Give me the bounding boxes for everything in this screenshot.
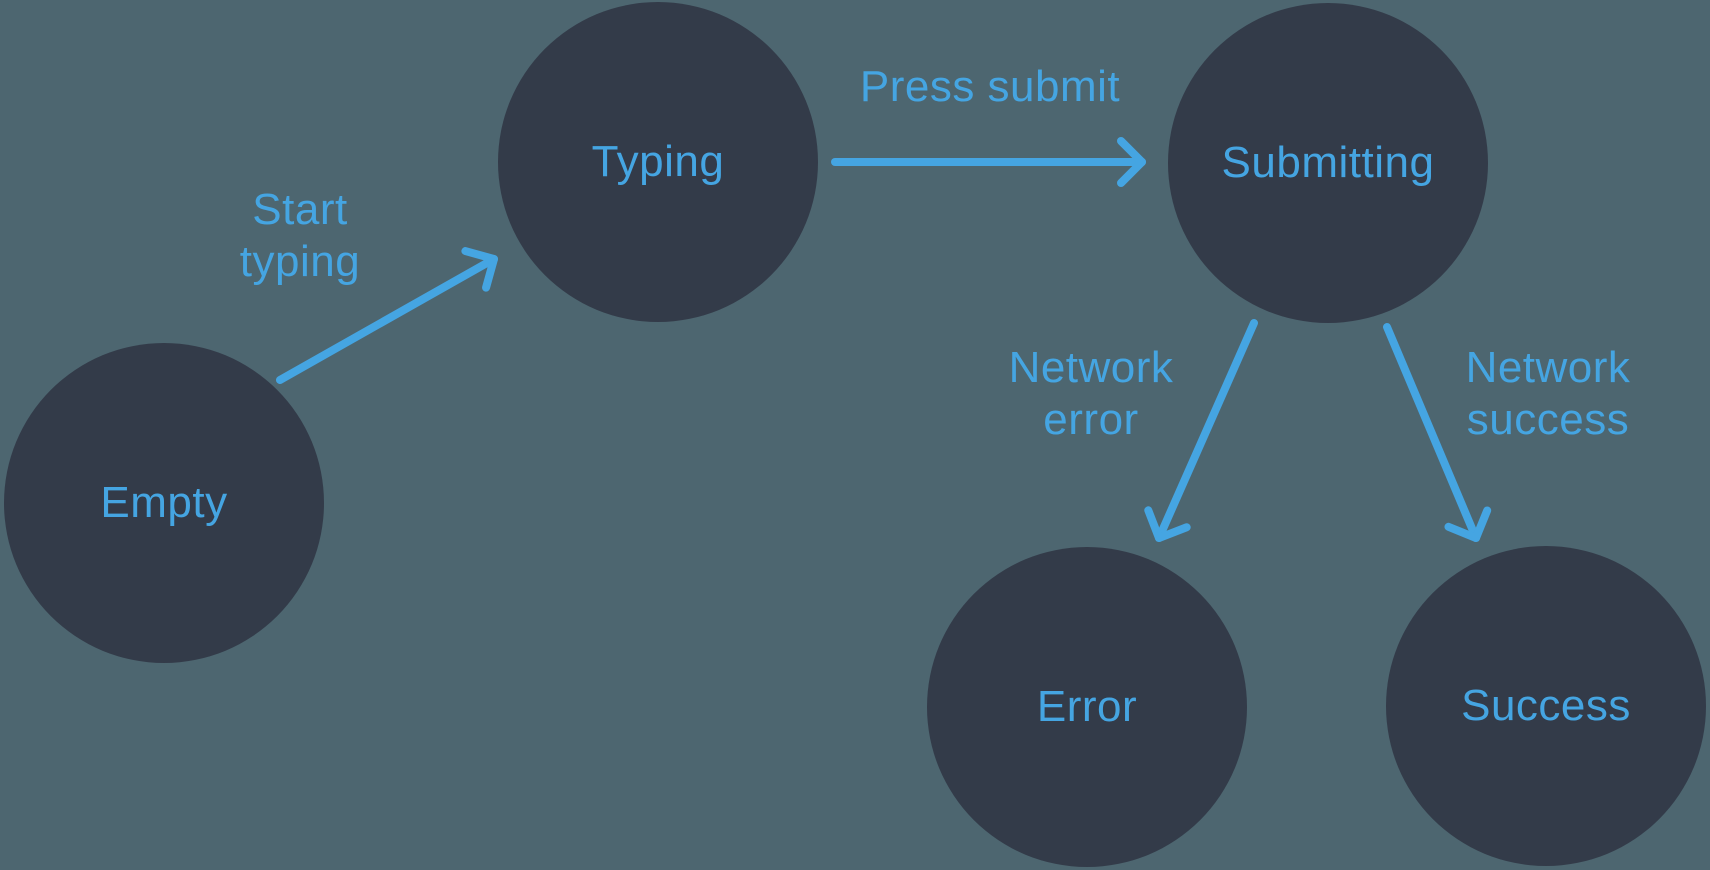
transition-arrow-network-success [1383,323,1492,542]
transition-label-line: Network [1008,343,1174,392]
state-label-typing: Typing [591,137,725,186]
state-label-success: Success [1461,681,1631,730]
state-node-submitting: Submitting [1168,3,1488,323]
transition-arrow-network-error [1144,319,1258,542]
state-node-typing: Typing [498,2,818,322]
transition-label-line: Press submit [859,62,1121,111]
state-label-empty: Empty [100,478,228,527]
transition-label-network-success: Network success [1466,342,1631,446]
transition-arrow-start-typing [276,247,498,384]
state-node-empty: Empty [4,343,324,663]
transition-label-line: error [1043,395,1139,444]
state-node-error: Error [927,547,1247,867]
state-label-error: Error [1036,682,1138,731]
transition-label-line: typing [239,237,361,286]
transition-label-line: Start [252,185,348,234]
state-label-submitting: Submitting [1221,138,1435,187]
transition-label-press-submit: Press submit [860,61,1120,113]
transition-label-network-error: Network error [1009,342,1174,446]
transition-label-start-typing: Start typing [240,184,360,288]
transition-label-line: success [1466,395,1630,444]
state-node-success: Success [1386,546,1706,866]
transition-label-line: Network [1465,343,1631,392]
